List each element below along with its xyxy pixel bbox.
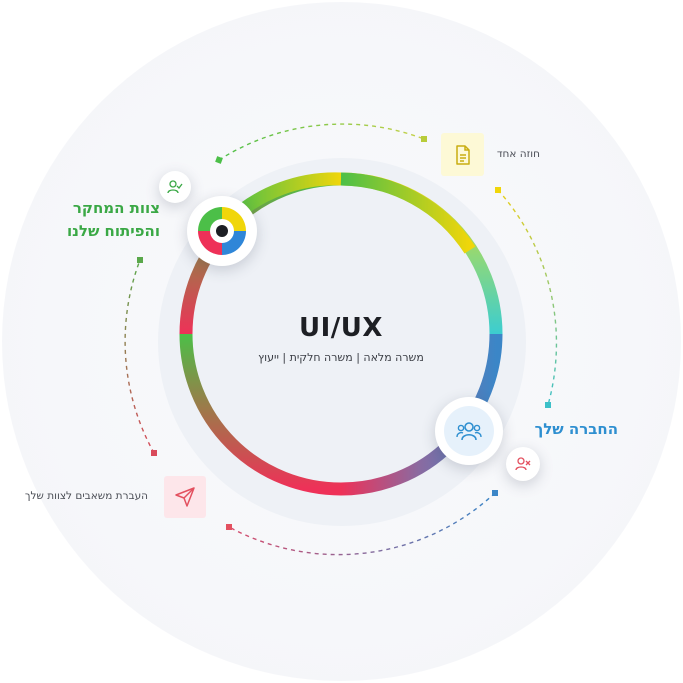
your-company-label: החברה שלך	[534, 420, 618, 438]
research-team-label: צוות המחקר והפיתוח שלנו	[66, 199, 160, 240]
user-x-icon	[515, 457, 531, 471]
transfer-label: העברת משאבים לצוות שלך	[24, 490, 148, 502]
your-company-node[interactable]	[435, 397, 503, 465]
document-icon	[455, 144, 470, 165]
contract-node[interactable]	[441, 133, 484, 176]
dot-right-bottom	[545, 402, 551, 408]
connector-top	[218, 123, 425, 161]
center-subtitle: משרה מלאה | משרה חלקית | ייעוץ	[258, 351, 424, 364]
dot-bottom-left	[226, 524, 232, 530]
connector-left	[124, 259, 155, 454]
dot-top-right	[421, 136, 427, 142]
dot-left-bottom	[151, 450, 157, 456]
user-check-node[interactable]	[159, 171, 191, 203]
dot-left-top	[137, 257, 143, 263]
contract-label: חוזה אחד	[496, 148, 540, 160]
logo-color-wheel-icon	[198, 207, 246, 255]
users-icon-bg	[444, 406, 494, 456]
users-icon	[456, 422, 482, 441]
user-check-icon	[167, 180, 183, 194]
connector-bottom	[228, 492, 496, 556]
research-team-node[interactable]	[187, 196, 257, 266]
dot-right-top	[495, 187, 501, 193]
transfer-node[interactable]	[164, 476, 206, 518]
center-title: UI/UX	[299, 313, 383, 343]
connector-right	[497, 189, 558, 406]
dot-top-left	[215, 156, 223, 164]
send-icon	[175, 487, 195, 507]
dot-bottom-right	[492, 490, 498, 496]
user-remove-node[interactable]	[506, 447, 540, 481]
